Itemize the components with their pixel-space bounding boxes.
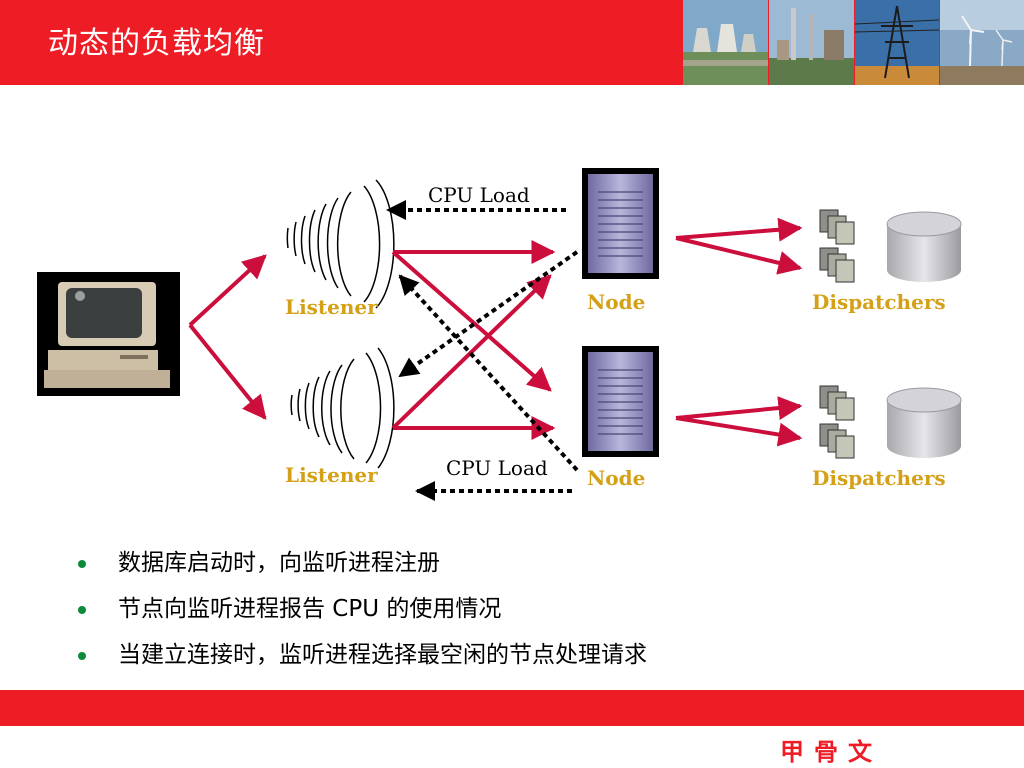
node-top-server-icon	[582, 168, 659, 279]
oracle-chinese-logo: 甲骨文	[780, 738, 882, 766]
bullet-item: 节点向监听进程报告 CPU 的使用情况	[78, 591, 647, 637]
cpu-load-label-top: CPU Load	[428, 183, 530, 207]
listener-label-bottom: Listener	[285, 463, 378, 487]
node-label-bottom: Node	[587, 466, 645, 490]
listener-label-top: Listener	[285, 295, 378, 319]
wind-turbine-photo	[940, 0, 1024, 85]
listener-top-icon	[286, 179, 395, 309]
footer-bar	[0, 690, 1024, 726]
transmission-line-photo	[855, 0, 939, 85]
bullet-item: 数据库启动时，向监听进程注册	[78, 545, 647, 591]
node-bottom-server-icon	[582, 346, 659, 457]
load-balancing-diagram: CPU Load CPU Load Listener Listener Node…	[0, 85, 1024, 535]
oracle-logo: ORACLE	[786, 700, 890, 725]
power-plant-photo	[683, 0, 768, 85]
database-top-icon	[886, 211, 962, 282]
connection-arrows	[188, 217, 803, 447]
computer-terminal-icon	[37, 272, 180, 396]
bullet-dot-icon	[78, 560, 86, 568]
cpu-load-report-arrows	[386, 200, 579, 501]
bullet-list: 数据库启动时，向监听进程注册 节点向监听进程报告 CPU 的使用情况 当建立连接…	[78, 545, 647, 683]
node-label-top: Node	[587, 290, 645, 314]
bullet-dot-icon	[78, 606, 86, 614]
bullet-item: 当建立连接时，监听进程选择最空闲的节点处理请求	[78, 637, 647, 683]
power-tower-photo	[769, 0, 854, 85]
dispatchers-label-bottom: Dispatchers	[812, 466, 946, 490]
dispatchers-bottom-icon	[819, 385, 855, 459]
cpu-load-label-bottom: CPU Load	[446, 456, 548, 480]
listener-bottom-icon	[290, 347, 395, 469]
bullet-dot-icon	[78, 652, 86, 660]
page-title: 动态的负载均衡	[48, 26, 265, 61]
dispatchers-label-top: Dispatchers	[812, 290, 946, 314]
database-bottom-icon	[886, 387, 962, 458]
dispatchers-top-icon	[819, 209, 855, 283]
